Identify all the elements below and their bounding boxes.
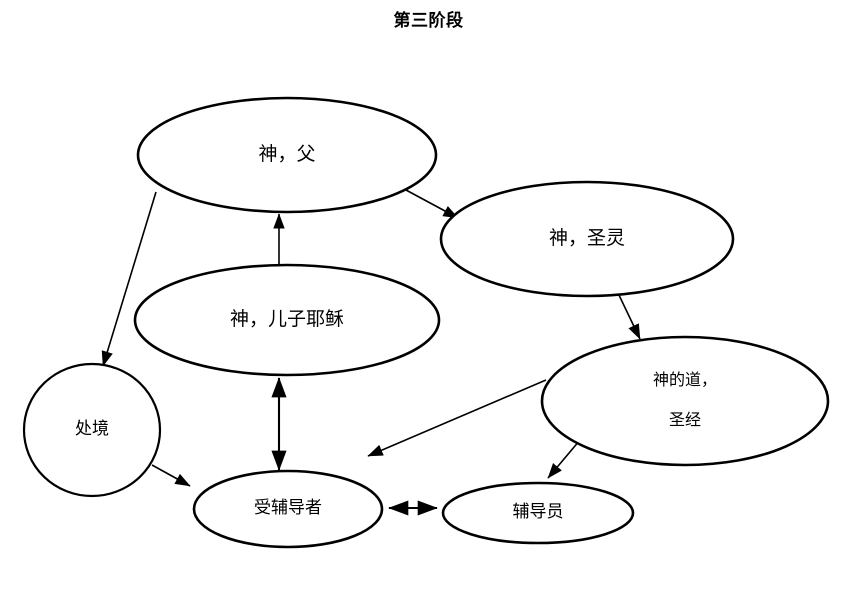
edge-word-to-counselee <box>367 379 547 457</box>
nodes-layer <box>22 96 830 549</box>
node-shape-holy-spirit[interactable] <box>439 180 735 298</box>
edge-spirit-to-word <box>617 292 641 340</box>
edge-situation-to-counselee <box>151 464 191 487</box>
page-title: 第三阶段 <box>393 11 464 30</box>
node-shape-son-jesus[interactable] <box>133 263 441 377</box>
edges-layer <box>101 189 641 516</box>
node-shape-situation[interactable] <box>22 362 162 498</box>
edge-father-to-situation <box>101 191 157 367</box>
node-shape-counselor[interactable] <box>441 481 635 545</box>
edge-father-to-spirit <box>405 189 459 219</box>
node-shape-counselee[interactable] <box>192 469 384 549</box>
node-shape-god-father[interactable] <box>136 96 438 214</box>
node-shape-word-bible[interactable] <box>540 335 830 467</box>
edge-word-to-counselor <box>547 439 581 479</box>
